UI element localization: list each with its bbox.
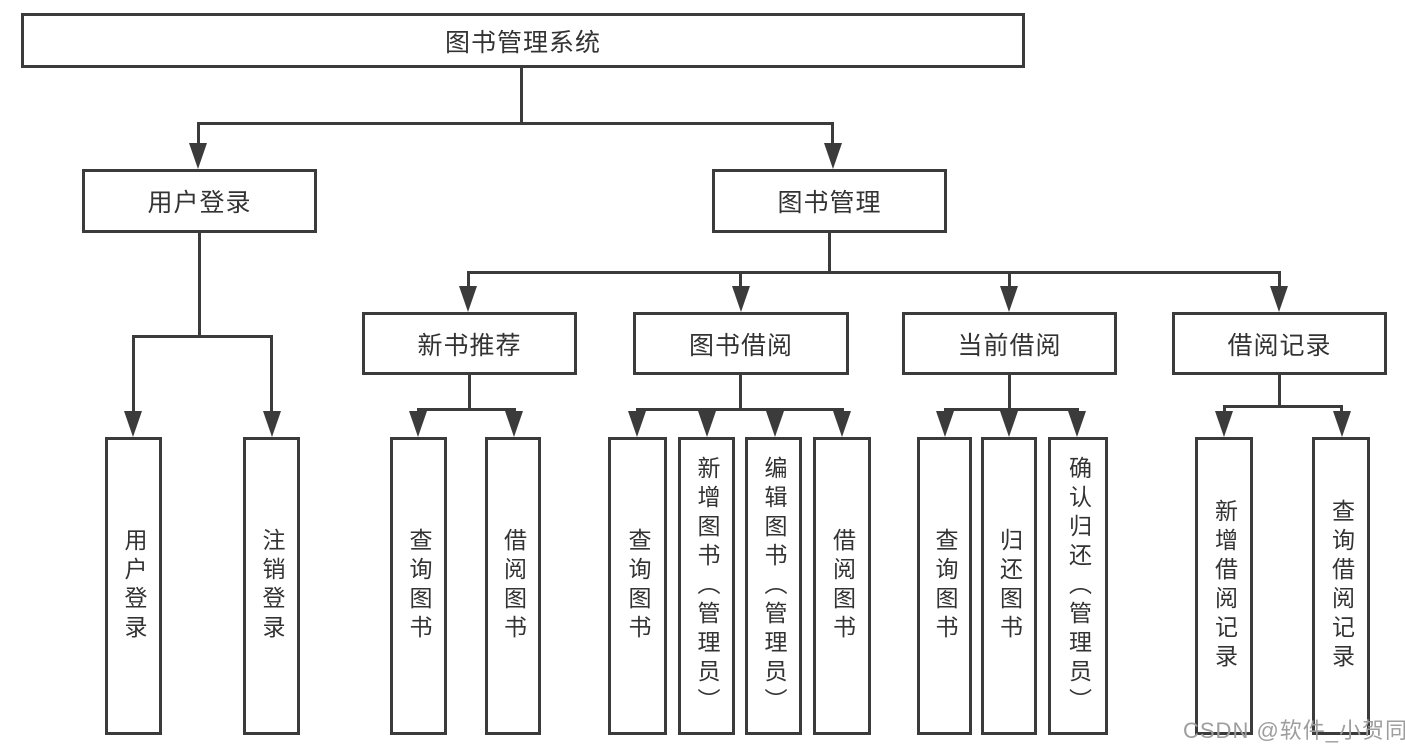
connector-line [468,375,471,410]
connector-line [198,233,201,337]
connector-line [1340,405,1343,414]
arrow-down-icon [459,286,477,312]
connector-line [1278,375,1281,407]
arrow-down-icon [833,411,851,437]
connector-line [1278,271,1281,288]
arrow-down-icon [1333,411,1351,437]
arrow-down-icon [1270,286,1288,312]
node-label: 图书借阅 [688,331,793,360]
connector-line [270,335,273,413]
connector-line [739,271,742,288]
connector-line [1008,375,1011,410]
connector-line [1223,405,1226,414]
node-leaf-rec-query-book: 查询图书 [390,437,447,735]
node-label: 用户登录 [121,528,147,644]
arrow-down-icon [1000,286,1018,312]
node-label: 查询借阅记录 [1328,499,1355,673]
arrow-down-icon [189,143,207,169]
node-borrowing-records: 借阅记录 [1172,312,1387,375]
node-label: 当前借阅 [957,331,1062,360]
node-leaf-add-borrow-record: 新增借阅记录 [1195,437,1253,735]
arrow-down-icon [263,411,281,437]
connector-line [1008,271,1011,288]
connector-line [636,408,844,411]
connector-line [1223,405,1343,408]
connector-line [828,233,831,274]
arrow-down-icon [936,411,954,437]
csdn-watermark: CSDN @软件_小贺同学 [1183,718,1405,743]
node-label: 查询图书 [406,528,432,644]
node-leaf-add-book-admin: 新增图书（管理员） [678,437,735,735]
node-label: 新书推荐 [417,331,522,360]
node-leaf-current-query-book: 查询图书 [917,437,972,735]
arrow-down-icon [732,286,750,312]
connector-line [197,122,200,146]
node-leaf-confirm-return-admin: 确认归还（管理员） [1048,437,1108,735]
node-label: 借阅记录 [1227,331,1332,360]
arrow-down-icon [628,411,646,437]
node-leaf-user-login: 用户登录 [105,437,162,735]
node-current-borrowing: 当前借阅 [902,312,1117,375]
node-leaf-return-book: 归还图书 [981,437,1037,735]
node-label: 图书管理系统 [444,28,601,57]
arrow-down-icon [824,143,842,169]
node-label: 新增借阅记录 [1211,499,1238,673]
connector-line [417,408,516,411]
arrow-down-icon [124,411,142,437]
connector-line [197,122,834,125]
node-leaf-borrow-query-book: 查询图书 [608,437,667,735]
arrow-down-icon [505,411,523,437]
connector-line [132,335,273,338]
connector-line [739,375,742,410]
node-new-book-recommendation: 新书推荐 [362,312,577,375]
node-label: 借阅图书 [500,528,527,644]
node-label: 注销登录 [259,528,285,644]
arrow-down-icon [409,411,427,437]
arrow-down-icon [1215,411,1233,437]
node-label: 借阅图书 [829,528,856,644]
node-label: 图书管理 [777,189,882,217]
node-book-borrowing: 图书借阅 [633,312,849,375]
node-label: 用户登录 [147,189,252,217]
connector-line [944,408,1079,411]
connector-line [467,271,1280,274]
arrow-down-icon [1068,411,1086,437]
node-book-management: 图书管理 [712,169,947,233]
node-leaf-logout: 注销登录 [243,437,300,735]
node-leaf-borrow-borrow-book: 借阅图书 [813,437,871,735]
node-leaf-query-borrow-record: 查询借阅记录 [1312,437,1370,735]
node-label: 编辑图书（管理员） [761,455,787,717]
node-leaf-rec-borrow-book: 借阅图书 [485,437,541,735]
node-library-management-system: 图书管理系统 [21,13,1025,68]
arrow-down-icon [766,411,784,437]
node-label: 查询图书 [932,528,958,644]
node-label: 查询图书 [625,528,651,644]
connector-line [467,271,470,288]
node-user-login: 用户登录 [82,169,317,233]
arrow-down-icon [1000,411,1018,437]
connector-line [520,65,523,124]
connector-line [831,122,834,146]
node-label: 新增图书（管理员） [694,455,720,717]
arrow-down-icon [698,411,716,437]
node-leaf-edit-book-admin: 编辑图书（管理员） [745,437,802,735]
node-label: 确认归还（管理员） [1065,455,1092,717]
node-label: 归还图书 [996,528,1023,644]
connector-line [132,335,135,413]
